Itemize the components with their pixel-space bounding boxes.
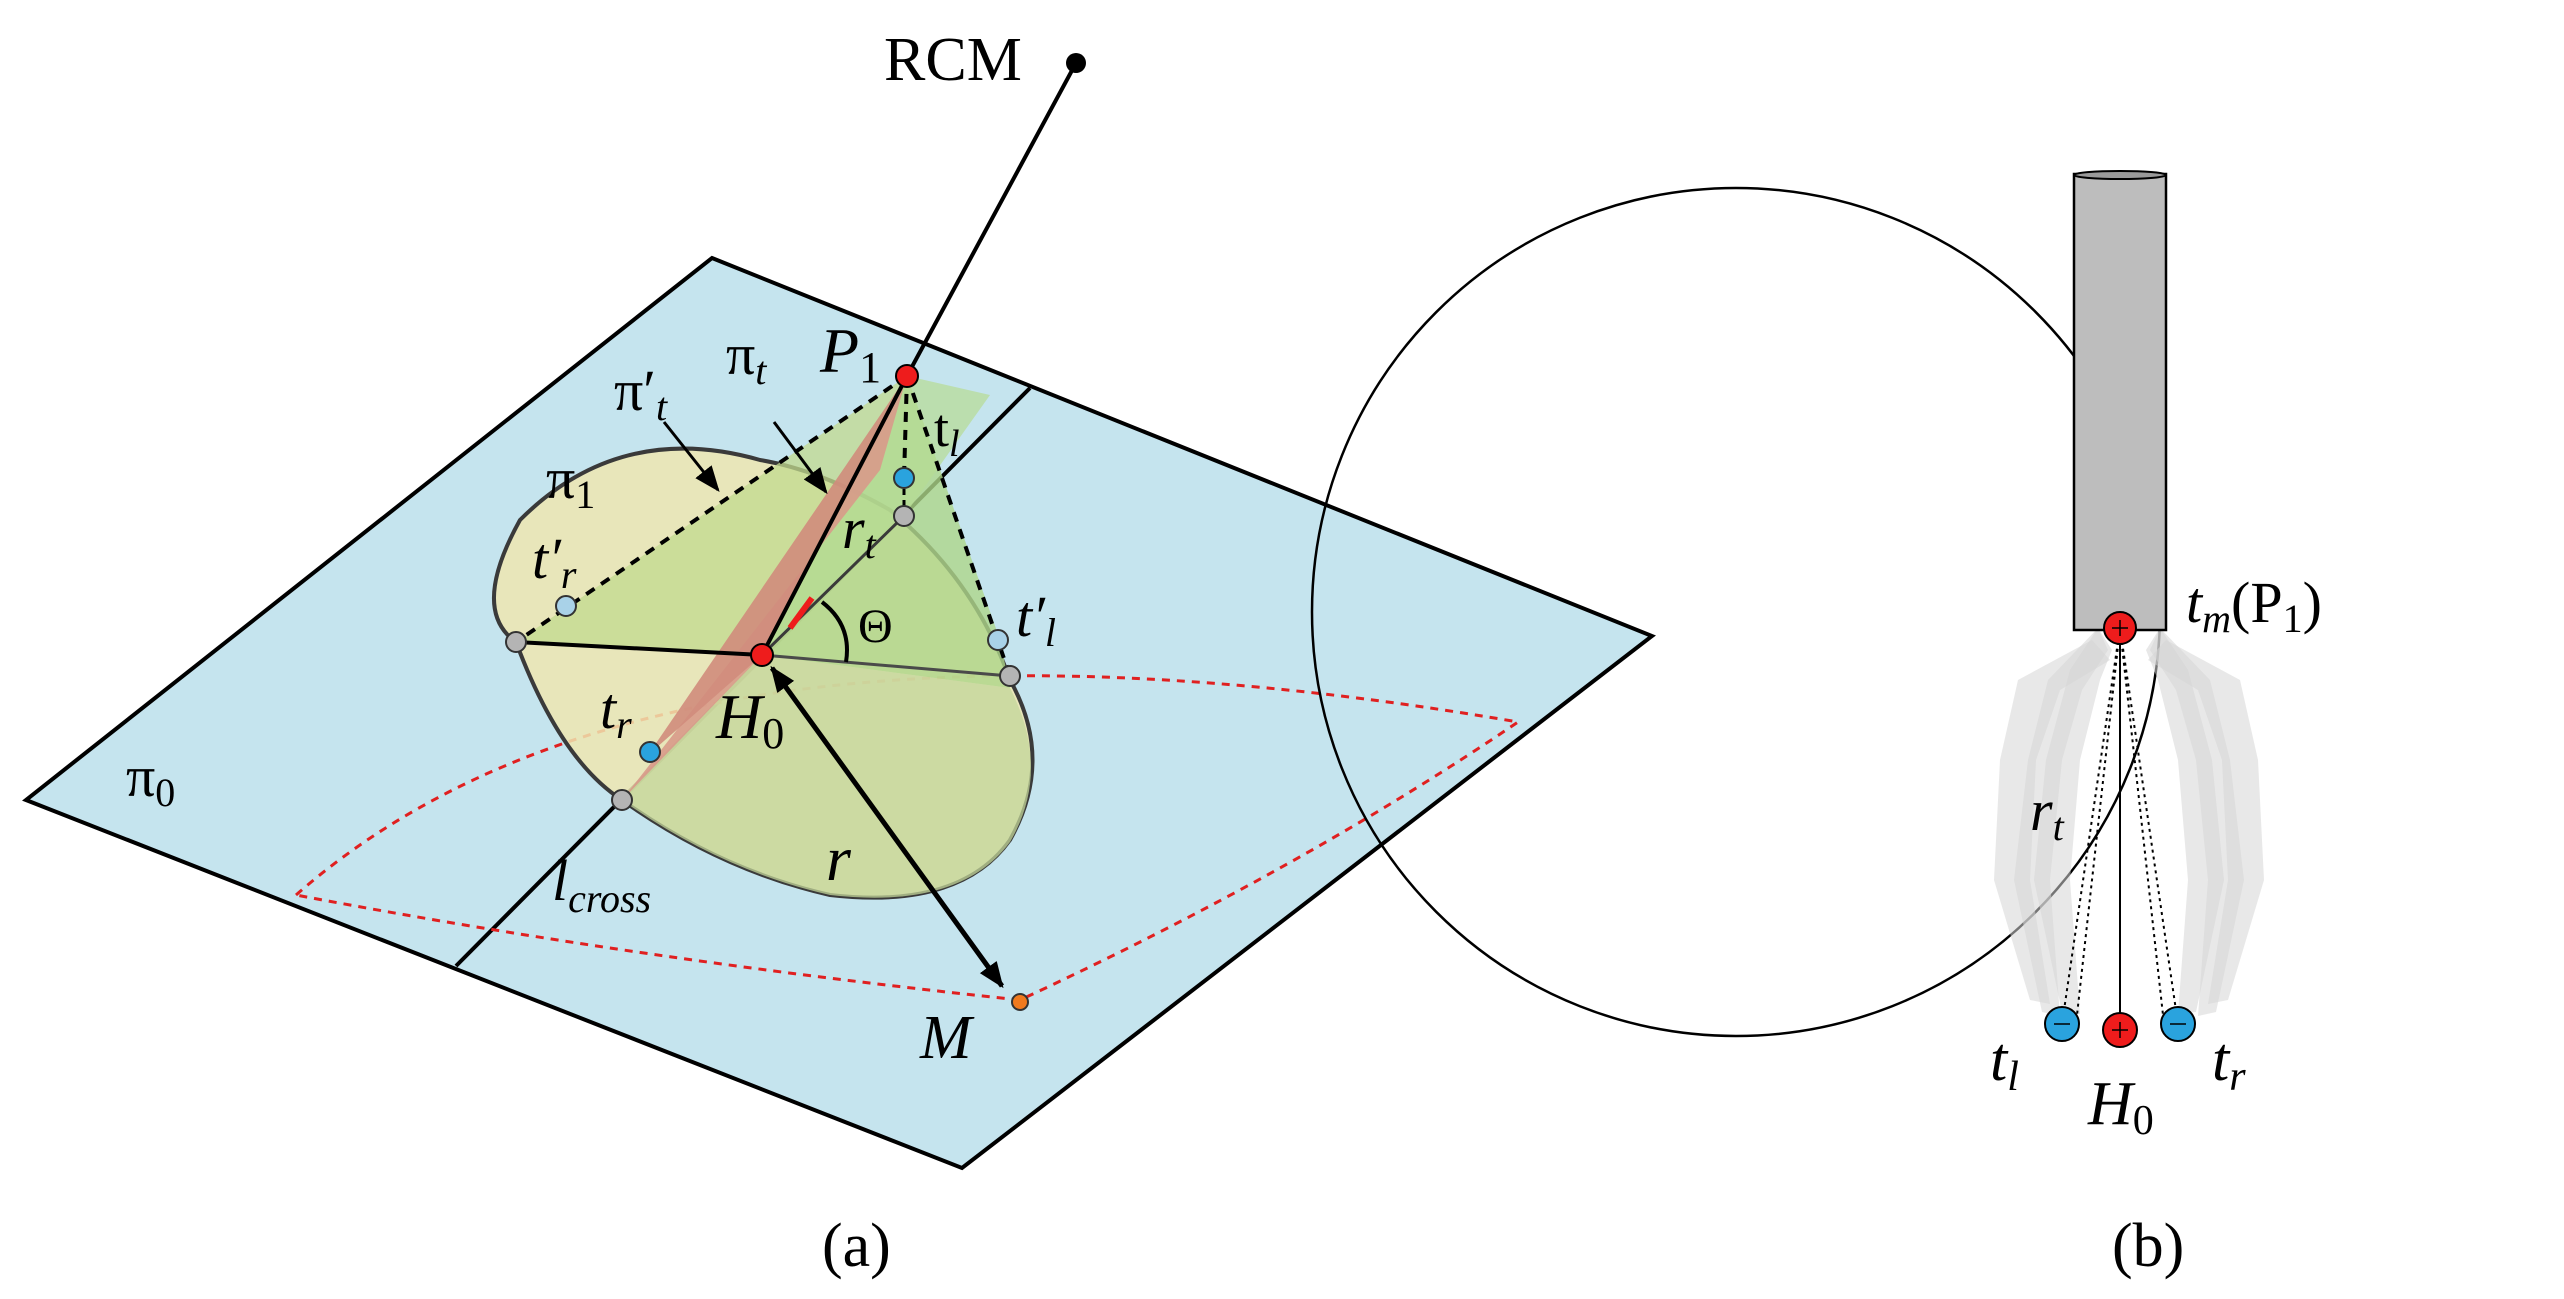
shaft-top (2073, 170, 2167, 180)
dash-p1-left (514, 374, 909, 644)
label-r-t-b: rt (2030, 778, 2065, 849)
plane-pi-t-prime (516, 376, 907, 655)
tr-prime-point (555, 595, 577, 617)
label-r-t: rt (842, 496, 877, 567)
caption-a: (a) (822, 1212, 891, 1280)
label-t-r-prime: t′r (532, 526, 577, 597)
label-pi-1: π1 (546, 446, 595, 517)
shaft-to-h0 (760, 375, 909, 656)
r-double-arrow (769, 665, 1005, 989)
lcross-gray-point (611, 789, 633, 811)
label-t-l-prime: t′l (1016, 584, 1056, 655)
workspace-arc (292, 674, 1522, 1002)
gripper-red-mark (787, 596, 815, 630)
p1-point (895, 364, 919, 388)
label-theta: Θ (858, 600, 893, 653)
label-p1: P1 (819, 315, 881, 392)
label-h0: H0 (715, 681, 784, 758)
label-pi-t-prime: π′t (614, 358, 668, 429)
h0-to-left (515, 640, 763, 657)
panel-a: RCM P1 π′t πt tl π1 t′r rt Θ t′l H0 (22, 26, 1656, 1280)
plane-pi-t-red-edge (648, 376, 907, 755)
right-gray-point (999, 665, 1021, 687)
label-r: r (826, 823, 852, 894)
h0-to-rt (760, 514, 906, 657)
label-t-r-b: tr (2212, 1026, 2246, 1100)
label-t-l-b: tl (1990, 1026, 2019, 1100)
tl-point (893, 467, 915, 489)
label-pi-0: π0 (126, 744, 175, 815)
rcm-shaft (905, 62, 1078, 377)
caption-b: (b) (2112, 1212, 2184, 1280)
pi-t-pointer (772, 421, 828, 495)
label-tm-p1: tm(P1) (2186, 570, 2322, 641)
label-pi-t: πt (726, 322, 767, 393)
label-t-r: tr (600, 676, 632, 747)
panel-b: tm(P1) rt tl H0 tr (b) (1310, 170, 2322, 1280)
label-l-cross: lcross (552, 848, 651, 921)
gripper-jaws (1994, 628, 2264, 1016)
pi-t-prime-pointer (662, 421, 720, 493)
rt-gray-point (893, 505, 915, 527)
tr-point (639, 741, 661, 763)
label-rcm: RCM (884, 26, 1022, 94)
label-m: M (919, 1004, 975, 1072)
left-gray-point (505, 631, 527, 653)
theta-angle-arc (820, 600, 849, 663)
tl-prime-point (987, 629, 1009, 651)
instrument-shaft (2072, 172, 2168, 632)
h0-point (750, 643, 774, 667)
m-point (1011, 993, 1029, 1011)
dotted-tm-r2 (2119, 627, 2165, 1025)
label-h0-b: H0 (2087, 1070, 2154, 1144)
label-t-l: tl (934, 398, 960, 465)
rcm-point (1066, 53, 1086, 73)
